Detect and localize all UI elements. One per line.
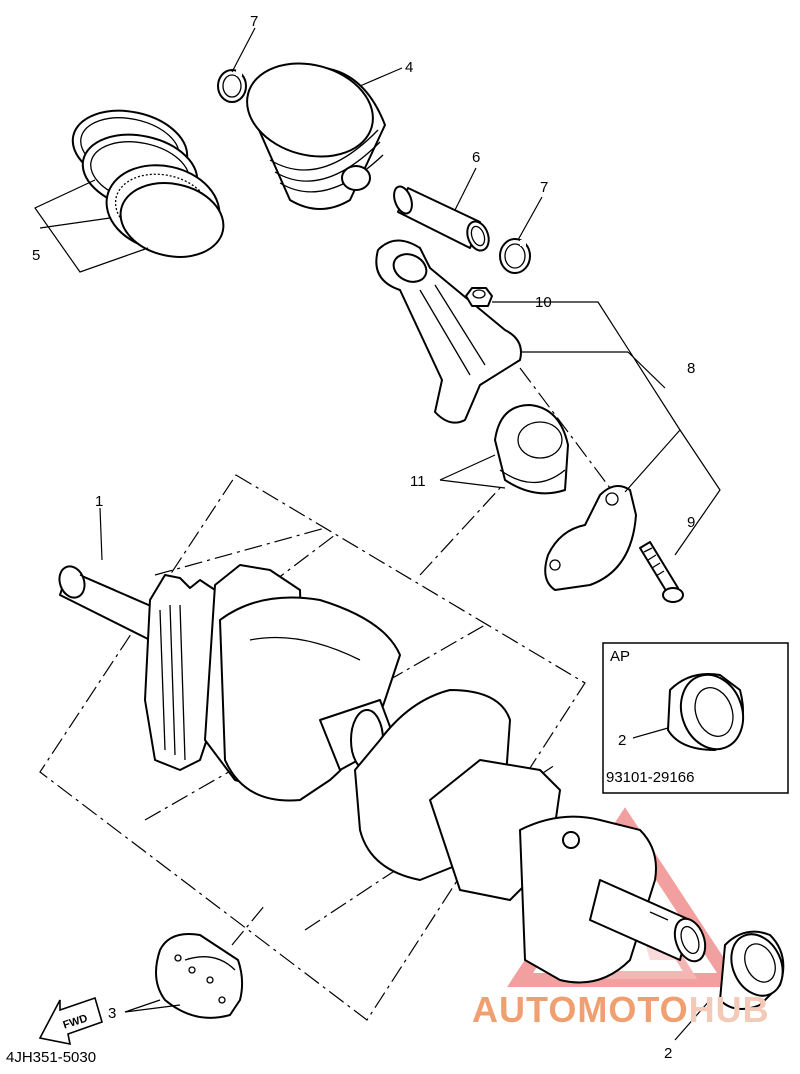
inset-label: AP	[610, 648, 630, 665]
drawing-code: 4JH351-5030	[6, 1049, 96, 1066]
callout-labels: 7 4 6 7 5 10 8 11 1 9 2 3 2	[32, 13, 695, 1062]
callout-5-bracket	[34, 179, 149, 273]
callout-8: 8	[687, 360, 695, 377]
callout-1: 1	[95, 493, 103, 510]
conrod-bearings-part	[494, 404, 569, 495]
connecting-rod-part	[375, 239, 522, 424]
fwd-arrow-icon	[38, 996, 103, 1046]
rod-nut-part	[465, 287, 493, 307]
callout-8-bracket	[492, 301, 721, 556]
piston-rings-part	[71, 98, 225, 258]
watermark-text-light: HUB	[689, 989, 770, 1030]
oil-seal-part	[719, 930, 785, 1010]
callout-6: 6	[472, 149, 480, 166]
main-bearings-part	[155, 933, 244, 1019]
callout-5: 5	[32, 247, 40, 264]
callout-7-top: 7	[250, 13, 258, 30]
inset-part-number: 93101-29166	[606, 769, 694, 786]
callout-2-inset: 2	[618, 732, 626, 749]
crankshaft-part	[58, 564, 707, 984]
callout-4: 4	[405, 59, 413, 76]
piston-pin-part	[393, 185, 490, 252]
callout-3: 3	[108, 1005, 116, 1022]
callout-9: 9	[687, 514, 695, 531]
callout-2-bottom: 2	[664, 1045, 672, 1062]
callout-7-right: 7	[540, 179, 548, 196]
callout-10: 10	[535, 294, 552, 311]
rod-bolt-part	[639, 541, 684, 603]
rod-cap-part	[544, 485, 637, 591]
callout-11: 11	[410, 473, 426, 490]
inset-panel	[602, 642, 789, 794]
piston-part	[246, 62, 386, 210]
circlip-part	[499, 238, 531, 274]
watermark-text-colored: AUTOMOTO	[472, 989, 689, 1030]
watermark-text: AUTOMOTOHUB	[472, 989, 770, 1030]
circlip-part	[217, 69, 247, 103]
callout-leaders	[99, 27, 711, 1041]
